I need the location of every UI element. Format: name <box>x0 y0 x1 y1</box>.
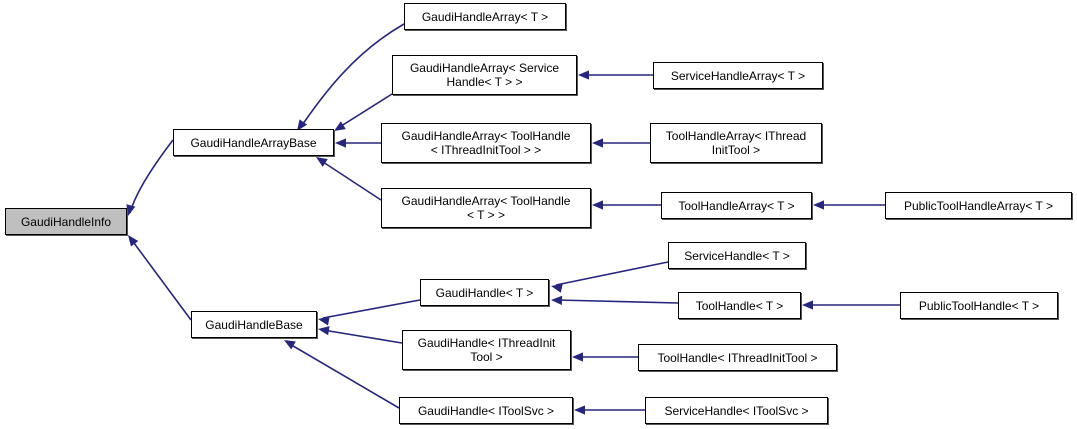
class-node-tool-handle-array-t[interactable]: ToolHandleArray< T > <box>661 192 812 219</box>
inheritance-arrowhead <box>802 300 813 310</box>
inheritance-arrowhead <box>592 200 603 210</box>
class-node-gaudi-handle-info[interactable]: GaudiHandleInfo <box>5 208 127 235</box>
inheritance-arrowhead <box>813 200 824 210</box>
class-node-label: GaudiHandleArrayBase <box>190 135 317 150</box>
class-node-label: ToolHandle< T > <box>695 298 784 313</box>
class-node-gaudi-handle-ithreadinittool[interactable]: GaudiHandle< IThreadInit Tool > <box>402 330 571 370</box>
class-node-label: GaudiHandle< T > <box>435 285 534 300</box>
inheritance-edge <box>319 159 382 201</box>
inheritance-arrowhead <box>318 326 330 336</box>
class-node-tool-handle-ithreadinittool[interactable]: ToolHandle< IThreadInitTool > <box>638 344 837 371</box>
class-node-gaudi-handle-base[interactable]: GaudiHandleBase <box>191 311 317 338</box>
class-node-gaudi-handle-array-tool-ithread[interactable]: GaudiHandleArray< ToolHandle < IThreadIn… <box>381 123 591 163</box>
class-node-label: ServiceHandleArray< T > <box>670 68 806 83</box>
class-node-label: PublicToolHandle< T > <box>918 298 1040 313</box>
inheritance-arrowhead <box>334 121 346 131</box>
class-node-label: ToolHandleArray< IThread InitTool > <box>665 129 807 157</box>
class-node-gaudi-handle-array-service[interactable]: GaudiHandleArray< Service Handle< T > > <box>392 55 577 95</box>
inheritance-arrowhead <box>126 204 136 216</box>
class-node-label: GaudiHandleArray< T > <box>421 9 549 24</box>
inheritance-arrowhead <box>128 235 139 247</box>
class-node-gaudi-handle-t[interactable]: GaudiHandle< T > <box>420 279 549 306</box>
inheritance-edge <box>287 342 400 409</box>
inheritance-edge <box>129 139 174 214</box>
inheritance-edge <box>555 261 669 286</box>
inheritance-arrowhead <box>551 295 563 305</box>
inheritance-arrowhead <box>578 70 589 80</box>
inheritance-edge <box>322 299 421 319</box>
inheritance-arrowhead <box>592 138 603 148</box>
inheritance-arrowhead <box>316 157 328 167</box>
class-node-label: ServiceHandle< T > <box>684 248 790 263</box>
class-node-public-tool-handle-array-t[interactable]: PublicToolHandleArray< T > <box>885 192 1072 219</box>
class-node-label: GaudiHandle< IThreadInit Tool > <box>417 336 556 364</box>
inheritance-arrowhead <box>284 340 296 350</box>
class-node-label: ServiceHandle< IToolSvc > <box>664 403 809 418</box>
class-node-gaudi-handle-itoolsvc[interactable]: GaudiHandle< IToolSvc > <box>399 397 573 424</box>
inheritance-edge <box>130 238 192 321</box>
class-node-label: GaudiHandleArray< Service Handle< T > > <box>409 61 560 89</box>
inheritance-edge <box>299 23 405 129</box>
inheritance-arrowhead <box>572 352 583 362</box>
class-node-tool-handle-array-ithread[interactable]: ToolHandleArray< IThread InitTool > <box>650 123 822 163</box>
class-node-label: ToolHandle< IThreadInitTool > <box>657 350 818 365</box>
inheritance-edge <box>322 329 403 344</box>
class-node-label: GaudiHandleInfo <box>20 214 112 229</box>
class-node-label: GaudiHandleArray< ToolHandle < IThreadIn… <box>401 129 571 157</box>
class-node-label: PublicToolHandleArray< T > <box>904 198 1053 213</box>
class-node-label: GaudiHandleArray< ToolHandle < T > > <box>401 194 571 222</box>
class-node-public-tool-handle-t[interactable]: PublicToolHandle< T > <box>900 292 1058 319</box>
class-node-label: GaudiHandleBase <box>205 317 303 332</box>
class-node-label: GaudiHandle< IToolSvc > <box>417 403 555 418</box>
class-node-gaudi-handle-array-t[interactable]: GaudiHandleArray< T > <box>404 3 566 30</box>
class-node-gaudi-handle-array-tool-t[interactable]: GaudiHandleArray< ToolHandle < T > > <box>381 188 591 228</box>
class-node-gaudi-handle-array-base[interactable]: GaudiHandleArrayBase <box>173 129 334 156</box>
class-node-service-handle-array-t[interactable]: ServiceHandleArray< T > <box>653 62 823 89</box>
class-node-service-handle-itoolsvc[interactable]: ServiceHandle< IToolSvc > <box>645 397 828 424</box>
inheritance-edge <box>555 299 679 304</box>
class-node-tool-handle-t[interactable]: ToolHandle< T > <box>678 292 801 319</box>
inheritance-arrowhead <box>318 316 330 326</box>
class-node-label: ToolHandleArray< T > <box>678 198 795 213</box>
class-node-service-handle-t[interactable]: ServiceHandle< T > <box>668 242 806 269</box>
inheritance-arrowhead <box>551 283 563 293</box>
inheritance-arrowhead <box>335 138 346 148</box>
inheritance-arrowhead <box>574 405 585 415</box>
